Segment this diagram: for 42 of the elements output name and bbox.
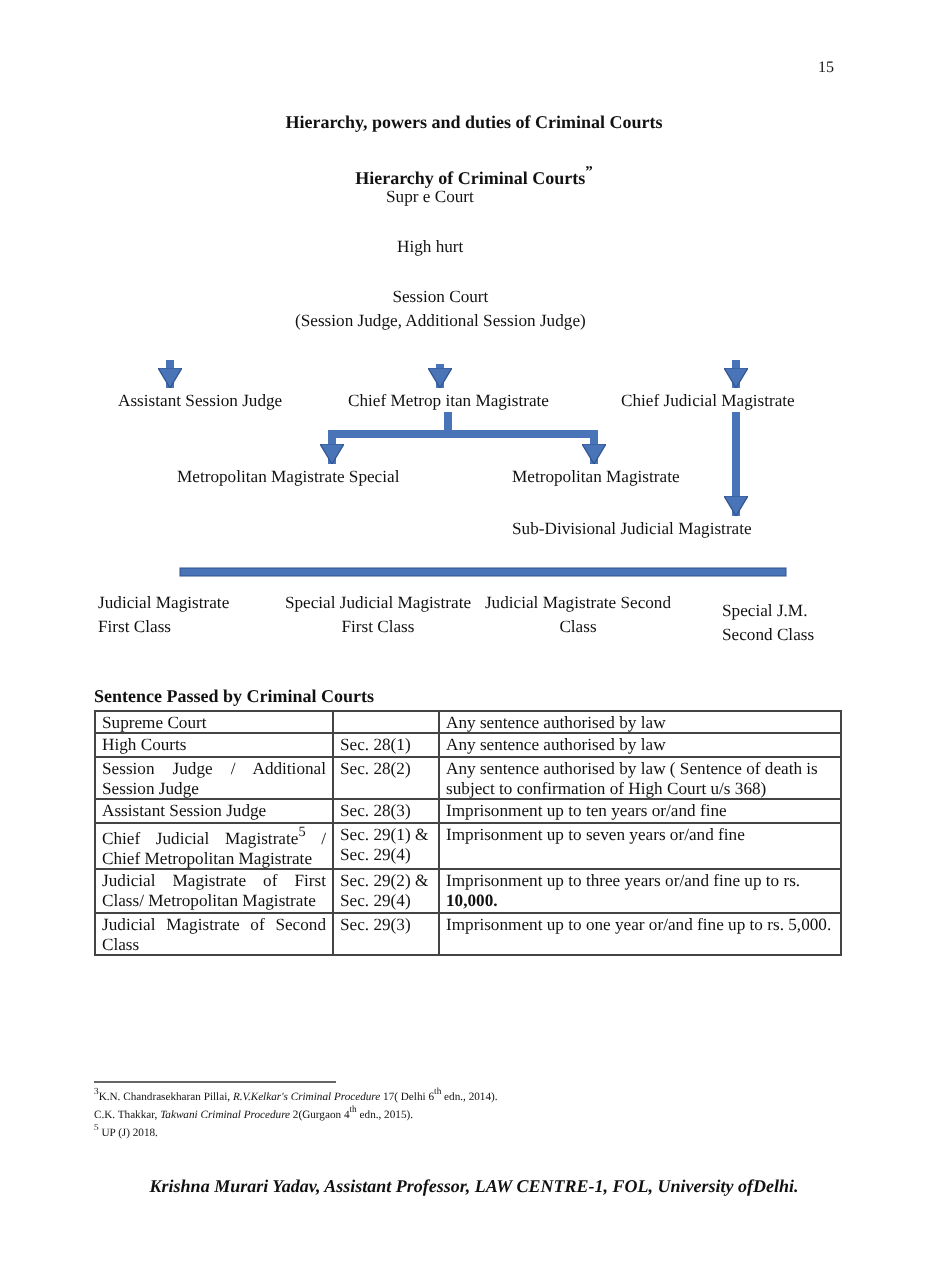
table-cell: Any sentence authorised by law	[439, 711, 841, 734]
court-label: Sub-Divisional Judicial Magistrate	[512, 516, 752, 541]
table-cell: Imprisonment up to three years or/and fine up to rs. 10,000.	[439, 869, 841, 913]
court-label: High hurt	[397, 234, 464, 259]
table-cell: Assistant Session Judge	[95, 799, 333, 823]
author-line: Krishna Murari Yadav, Assistant Professor, LAW CENTRE-1, FOL, University ofDelhi.	[147, 1176, 801, 1198]
table-cell: Any sentence authorised by law	[439, 733, 841, 757]
table-cell: Chief Judicial Magistrate$^{5}$ / Chief Metropolitan Magistrate	[95, 822, 333, 870]
table-cell: Imprisonment up to ten years or/and fine	[439, 799, 841, 823]
table-cell: Imprisonment up to one year or/and fine up to rs. 5,000.	[439, 912, 841, 956]
table-cell: Sec. 28(3)	[333, 799, 439, 823]
table-heading: Sentence Passed by Criminal Courts	[94, 686, 374, 708]
table-cell: Imprisonment up to seven years or/and fine	[439, 822, 841, 870]
court-label: Judicial Magistrate First Class	[98, 590, 238, 640]
table-cell: High Courts	[95, 733, 333, 757]
court-label: Metropolitan Magistrate Special	[177, 464, 400, 489]
court-label: Chief Judicial Magistrate	[621, 388, 795, 413]
arrow	[157, 360, 183, 389]
table-cell: Supreme Court	[95, 711, 333, 734]
court-label: Assistant Session Judge	[118, 388, 283, 413]
court-label: Metropolitan Magistrate	[512, 464, 680, 489]
page-number: 15	[818, 58, 834, 78]
table-cell: Sec. 28(1)	[333, 733, 439, 757]
table-cell: Sec. 28(2)	[333, 756, 439, 800]
table-cell: Session Judge / Additional Session Judge	[95, 756, 333, 800]
court-note: (Session Judge, Additional Session Judge)	[295, 308, 586, 334]
table-cell: Sec. 29(3)	[333, 912, 439, 956]
arrow	[723, 412, 749, 517]
court-label: Chief Metrop itan Magistrate	[348, 388, 549, 413]
table-cell: Sec. 29(1) & Sec. 29(4)	[333, 822, 439, 870]
court-label: Session Court	[392, 284, 489, 309]
court-label: Judicial Magistrate Second Class	[478, 590, 678, 640]
section-heading: Hierarchy of Criminal Courts$^{”}$	[353, 162, 595, 190]
table-cell: Judicial Magistrate of Second Class	[95, 912, 333, 956]
table-cell: Sec. 29(2) & Sec. 29(4)	[333, 869, 439, 913]
page-title: Hierarchy, powers and duties of Criminal Courts	[283, 112, 665, 134]
court-label: Special J.M. Second Class	[722, 598, 830, 648]
table-cell: Judicial Magistrate of First Class/ Metropolitan Magistrate	[95, 869, 333, 913]
arrow	[723, 360, 749, 389]
arrow	[427, 364, 453, 389]
court-label: Special Judicial Magistrate First Class	[278, 590, 478, 640]
table-cell: Any sentence authorised by law ( Sentence of death is subject to confirmation of High Court u/s 368)	[439, 756, 841, 800]
